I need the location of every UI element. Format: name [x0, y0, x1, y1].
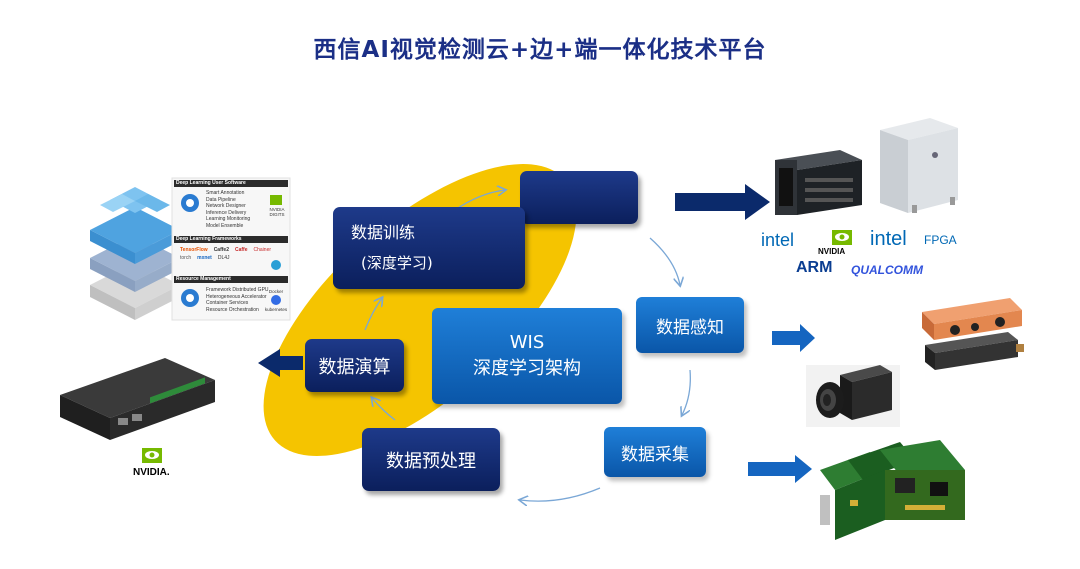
server-tower	[880, 118, 958, 213]
panel-frameworks-list: TensorFlow Caffe2 Caffe Chainer torch mx…	[180, 247, 272, 261]
node-data-sensing: 数据感知	[636, 297, 744, 353]
cycle-arrow-sensing-collect	[682, 369, 691, 415]
arrow-to-edge-devices	[675, 184, 770, 220]
node-data-training-sublabel: (深度学习)	[361, 254, 433, 272]
arrow-to-capture-cards	[748, 455, 812, 483]
stacked-layers-graphic	[90, 187, 180, 320]
embedded-controller-box	[60, 358, 215, 440]
arrow-to-embedded-box	[258, 349, 303, 377]
lidar-module	[925, 332, 1024, 370]
node-data-training-label: 数据训练	[351, 223, 416, 242]
node-data-collection: 数据采集	[604, 427, 706, 477]
panel-section-frameworks: Deep Learning Frameworks	[176, 236, 242, 242]
intel-logo-1: intel	[761, 230, 795, 250]
node-data-training: 数据训练 (深度学习)	[333, 207, 525, 289]
nvidia-eye-icon-bottom	[142, 448, 162, 463]
node-top-blank	[520, 171, 638, 224]
node-wis-architecture: WIS 深度学习架构	[432, 308, 622, 404]
stereo-camera	[922, 298, 1022, 340]
nvidia-logo-top: NVIDIA	[818, 247, 846, 256]
nvidia-logo-bottom: NVIDIA.	[133, 467, 170, 478]
panel-user-software-list: Smart Annotation Data Pipeline Network D…	[206, 190, 251, 229]
panel-digits-label: NVIDIA DIGITS	[269, 207, 285, 217]
node-data-inference: 数据演算	[305, 339, 404, 392]
panel-resource-list: Framework Distributed GPU Heterogeneous …	[206, 287, 269, 313]
qualcomm-logo: QUALCOMM	[851, 263, 923, 277]
arm-logo: ARM	[796, 259, 833, 276]
panel-section-user-software: Deep Learning User Software	[176, 180, 246, 186]
node-data-preprocess: 数据预处理	[362, 428, 500, 491]
cycle-arrow-infer-train	[364, 298, 382, 331]
node-wis-title: WIS	[509, 332, 545, 353]
industrial-camera	[806, 365, 900, 427]
arrow-to-sensors	[772, 324, 815, 352]
fpga-label: FPGA	[924, 233, 957, 247]
panel-section-resource: Resource Management	[176, 276, 231, 282]
page-title: 西信AI视觉检测云+边+端一体化技术平台	[313, 37, 767, 63]
node-wis-subtitle: 深度学习架构	[473, 358, 581, 379]
nvidia-eye-icon-top	[832, 230, 852, 245]
software-panel	[171, 177, 291, 321]
intel-logo-2: intel	[870, 228, 907, 250]
industrial-pc	[775, 150, 862, 215]
cycle-arrow-pre-infer	[372, 398, 396, 421]
cycle-arrow-top-sensing	[649, 237, 680, 285]
cycle-arrow-collect-pre	[520, 487, 601, 501]
panel-kubernetes-label: kubernetes	[264, 307, 288, 312]
capture-cards	[815, 440, 975, 540]
panel-docker-label: Docker	[268, 289, 284, 294]
